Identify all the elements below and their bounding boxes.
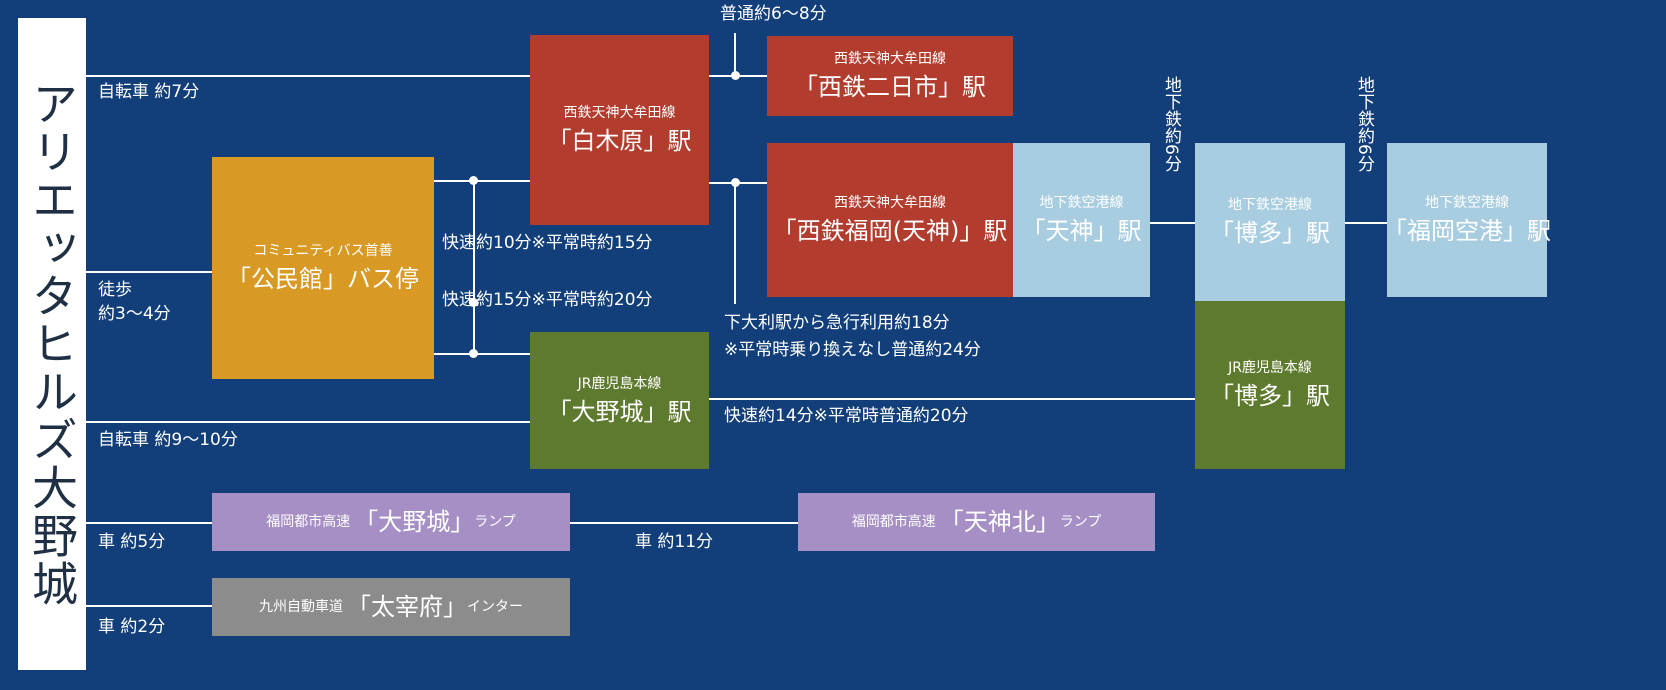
- label-shimoori-express: 下大利駅から急行利用約18分: [724, 313, 950, 333]
- station-name: 「博多」駅: [1210, 219, 1330, 247]
- expressway-name: 福岡都市高速: [851, 514, 936, 530]
- bus-line-name: コミュニティバス首善: [253, 243, 393, 259]
- station-futsukaichi: 西鉄天神大牟田線 「西鉄二日市」駅: [767, 36, 1013, 116]
- line-name: 地下鉄空港線: [1228, 197, 1312, 213]
- line-jr-onojo-to-hakata: [709, 398, 1195, 400]
- bus-stop-name: 「公民館」バス停: [227, 265, 419, 293]
- junction-dot: [731, 178, 740, 187]
- line-hakata-to-airport: [1345, 222, 1387, 224]
- label-bike-7: 自転車 約7分: [98, 82, 200, 102]
- line-car-5: [86, 522, 212, 524]
- tenjinkita-ramp: 福岡都市高速 「天神北」 ランプ: [798, 493, 1155, 551]
- label-bike-9-10: 自転車 約9～10分: [98, 430, 238, 450]
- line-name: 地下鉄空港線: [1039, 195, 1124, 211]
- station-name: 「天神」駅: [1021, 217, 1142, 245]
- line-shimoori-vertical: [734, 182, 736, 304]
- origin-name: アリエッタヒルズ大野城: [25, 80, 79, 608]
- ramp-suffix: ランプ: [1059, 514, 1102, 530]
- ramp-name: 「天神北」: [939, 508, 1060, 536]
- dazaifu-interchange: 九州自動車道 「太宰府」 インター: [212, 578, 570, 636]
- origin-panel: アリエッタヒルズ大野城: [18, 18, 86, 670]
- station-fukuoka-tenjin: 西鉄天神大牟田線 「西鉄福岡(天神)」駅: [767, 143, 1013, 297]
- station-hakata-jr: JR鹿児島本線 「博多」駅: [1195, 301, 1345, 469]
- label-jr-rapid-14: 快速約14分※平常時普通約20分: [724, 406, 969, 426]
- station-tenjin-subway: 地下鉄空港線 「天神」駅: [1013, 143, 1150, 297]
- line-bus-vertical: [473, 180, 475, 355]
- station-name: 「大野城」駅: [547, 397, 692, 426]
- bus-stop-kominkan: コミュニティバス首善 「公民館」バス停: [212, 157, 434, 379]
- label-walk-time: 約3～4分: [98, 304, 171, 324]
- line-expressway: [570, 522, 798, 524]
- label-car-2: 車 約2分: [98, 617, 166, 637]
- label-subway-tenjin-hakata: 地下鉄約6分: [1161, 76, 1181, 172]
- junction-dot: [469, 349, 478, 358]
- junction-dot: [469, 176, 478, 185]
- station-name: 「西鉄福岡(天神)」駅: [772, 217, 1008, 245]
- junction-dot: [469, 298, 478, 307]
- station-fukuoka-airport: 地下鉄空港線 「福岡空港」駅: [1383, 143, 1551, 297]
- line-bike-7: [86, 75, 530, 77]
- line-name: 地下鉄空港線: [1425, 195, 1509, 211]
- line-bus-to-shirakibaru: [434, 180, 530, 182]
- line-bike-9-10: [86, 421, 530, 423]
- station-name: 「白木原」駅: [547, 127, 692, 155]
- line-name: 西鉄天神大牟田線: [834, 195, 946, 211]
- line-name: JR鹿児島本線: [1228, 360, 1312, 376]
- line-name: 西鉄天神大牟田線: [563, 105, 676, 121]
- station-shirakibaru: 西鉄天神大牟田線 「白木原」駅: [530, 35, 709, 225]
- label-subway-hakata-airport: 地下鉄約6分: [1354, 76, 1374, 172]
- station-name: 「福岡空港」駅: [1383, 217, 1551, 245]
- ramp-suffix: ランプ: [474, 514, 516, 530]
- line-walk: [86, 271, 212, 273]
- label-car-11: 車 約11分: [635, 532, 714, 552]
- interchange-name: 「太宰府」: [347, 593, 467, 621]
- expressway-name: 福岡都市高速: [266, 514, 351, 530]
- line-futsu-drop: [734, 33, 736, 76]
- line-name: 西鉄天神大牟田線: [834, 51, 946, 67]
- station-name: 「西鉄二日市」駅: [794, 73, 986, 101]
- label-car-5: 車 約5分: [98, 532, 166, 552]
- line-tenjin-to-hakata: [1150, 222, 1195, 224]
- ramp-name: 「大野城」: [354, 508, 475, 536]
- station-onojo-jr: JR鹿児島本線 「大野城」駅: [530, 332, 709, 469]
- line-bus-to-onojo-jr: [434, 353, 530, 355]
- expressway-name: 九州自動車道: [259, 599, 343, 615]
- line-name: JR鹿児島本線: [577, 375, 662, 392]
- label-futsu-6-8: 普通約6～8分: [720, 4, 827, 24]
- label-walk: 徒歩: [98, 280, 132, 300]
- onojo-ramp: 福岡都市高速 「大野城」 ランプ: [212, 493, 570, 551]
- label-rapid-10: 快速約10分※平常時約15分: [442, 233, 653, 253]
- junction-dot: [731, 71, 740, 80]
- label-shimoori-normal: ※平常時乗り換えなし普通約24分: [724, 340, 981, 360]
- station-hakata-subway: 地下鉄空港線 「博多」駅: [1195, 143, 1345, 301]
- line-car-2: [86, 605, 212, 607]
- interchange-suffix: インター: [467, 599, 523, 615]
- label-rapid-15: 快速約15分※平常時約20分: [442, 290, 653, 310]
- station-name: 「博多」駅: [1210, 382, 1330, 410]
